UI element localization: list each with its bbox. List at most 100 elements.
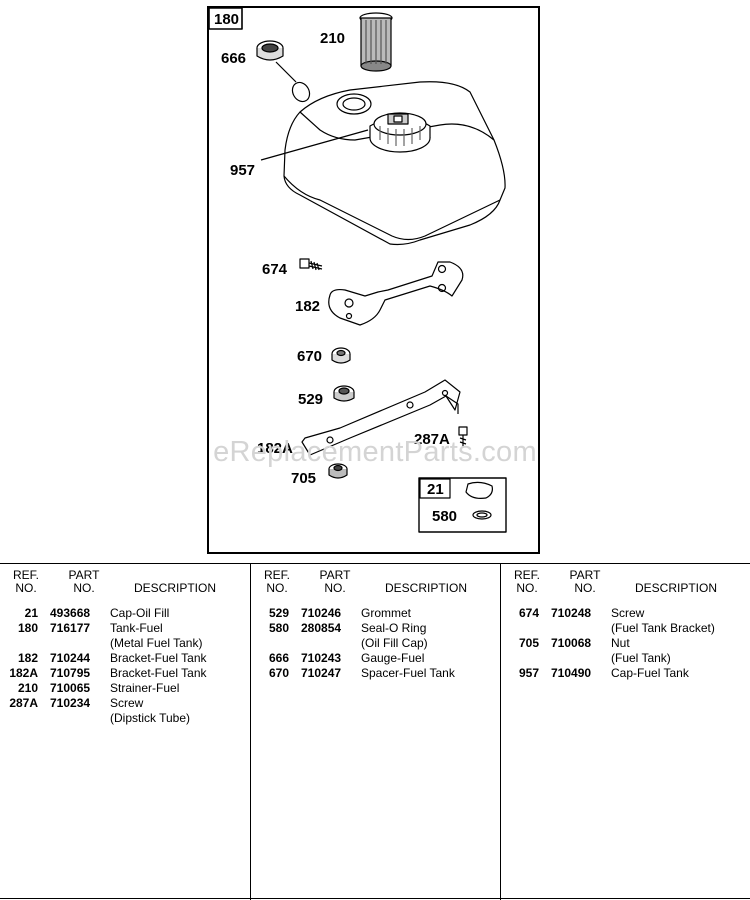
spacer-670-part[interactable] — [331, 347, 351, 364]
header-description: DESCRIPTION — [385, 581, 468, 595]
ref-number: 674 — [518, 606, 539, 620]
description-line: Gauge-Fuel — [361, 651, 425, 665]
header-description: DESCRIPTION — [635, 581, 718, 595]
part-description: Nut(Fuel Tank) — [611, 636, 750, 666]
callout-182a: 182A — [257, 440, 293, 457]
ref-number: 182 — [17, 651, 38, 665]
bracket-182-part[interactable] — [328, 261, 464, 326]
exploded-parts-diagram: 180 210 666 957 674 182 670 529 182A 287… — [208, 7, 507, 533]
description-line: Screw — [611, 606, 645, 620]
table-row: 670 710247 Spacer-Fuel Tank — [251, 666, 499, 681]
part-description: Screw(Fuel Tank Bracket) — [611, 606, 750, 636]
ref-number: 210 — [17, 681, 38, 695]
part-number[interactable]: 710234 — [50, 696, 91, 710]
table-row: 182A 710795 Bracket-Fuel Tank — [0, 666, 248, 681]
description-line: (Fuel Tank) — [611, 651, 671, 665]
callout-210: 210 — [320, 30, 345, 47]
table-row: 529 710246 Grommet — [251, 606, 499, 621]
frame-label-box — [208, 7, 243, 30]
part-description: Tank-Fuel(Metal Fuel Tank) — [110, 621, 248, 651]
part-number[interactable]: 493668 — [50, 606, 91, 620]
callout-182: 182 — [295, 298, 320, 315]
table-row: 180 716177 Tank-Fuel(Metal Fuel Tank) — [0, 621, 248, 651]
oil-fill-cap-part — [465, 481, 493, 499]
callout-957: 957 — [230, 162, 255, 179]
part-number[interactable]: 710068 — [551, 636, 592, 650]
callout-287a: 287A — [414, 431, 450, 448]
table-row: 666 710243 Gauge-Fuel — [251, 651, 499, 666]
fuel-tank-part[interactable] — [283, 81, 506, 246]
description-line: Cap-Oil Fill — [110, 606, 170, 620]
parts-rows: 21 493668 Cap-Oil Fill 180 716177 Tank-Fuel(M… — [0, 606, 248, 726]
fuel-gauge-part[interactable] — [256, 40, 313, 105]
nut-705-part[interactable] — [328, 463, 348, 479]
part-number[interactable]: 716177 — [50, 621, 91, 635]
ref-number: 957 — [518, 666, 539, 680]
part-number[interactable]: 710490 — [551, 666, 592, 680]
header-ref: REF.NO. — [263, 568, 290, 595]
part-number[interactable]: 280854 — [301, 621, 342, 635]
part-number[interactable]: 710244 — [50, 651, 91, 665]
part-description: Strainer-Fuel — [110, 681, 248, 696]
ref-number: 287A — [9, 696, 38, 710]
table-bottom-border — [0, 898, 750, 899]
part-description: Screw(Dipstick Tube) — [110, 696, 248, 726]
description-line: (Metal Fuel Tank) — [110, 636, 203, 650]
description-line: (Dipstick Tube) — [110, 711, 191, 725]
ref-number: 666 — [268, 651, 289, 665]
description-line: (Oil Fill Cap) — [361, 636, 428, 650]
ref-number: 182A — [9, 666, 38, 680]
part-number[interactable]: 710795 — [50, 666, 91, 680]
description-line: Bracket-Fuel Tank — [110, 651, 207, 665]
inset-label: 21 — [427, 481, 444, 498]
part-description: Bracket-Fuel Tank — [110, 666, 248, 681]
ref-number: 705 — [518, 636, 539, 650]
description-line: Nut — [611, 636, 630, 650]
table-row: 705 710068 Nut(Fuel Tank) — [501, 636, 750, 666]
table-row: 21 493668 Cap-Oil Fill — [0, 606, 248, 621]
fuel-cap-part[interactable] — [369, 112, 431, 153]
part-description: Grommet — [361, 606, 499, 621]
callout-529: 529 — [298, 391, 323, 408]
part-number[interactable]: 710243 — [301, 651, 342, 665]
description-line: Spacer-Fuel Tank — [361, 666, 455, 680]
callout-705: 705 — [291, 470, 316, 487]
table-row: 674 710248 Screw(Fuel Tank Bracket) — [501, 606, 750, 636]
part-number[interactable]: 710248 — [551, 606, 592, 620]
screw-674-part[interactable] — [299, 258, 323, 271]
fuel-strainer-part[interactable] — [359, 12, 393, 72]
table-row: 287A 710234 Screw(Dipstick Tube) — [0, 696, 248, 726]
screw-287a-part[interactable] — [458, 426, 468, 447]
oil-fill-inset — [418, 477, 507, 533]
table-top-border — [0, 563, 750, 564]
callout-670: 670 — [297, 348, 322, 365]
frame-label: 180 — [214, 11, 239, 28]
ref-number: 180 — [17, 621, 38, 635]
part-description: Cap-Fuel Tank — [611, 666, 750, 681]
ref-number: 21 — [24, 606, 38, 620]
callout-666: 666 — [221, 50, 246, 67]
part-description: Seal-O Ring(Oil Fill Cap) — [361, 621, 499, 651]
description-line: Bracket-Fuel Tank — [110, 666, 207, 680]
ref-number: 529 — [268, 606, 289, 620]
callout-674: 674 — [262, 261, 288, 278]
part-description: Spacer-Fuel Tank — [361, 666, 499, 681]
ref-number: 580 — [268, 621, 289, 635]
part-number[interactable]: 710065 — [50, 681, 91, 695]
description-line: Screw — [110, 696, 144, 710]
part-number[interactable]: 710246 — [301, 606, 342, 620]
ref-number: 670 — [268, 666, 289, 680]
header-ref: REF.NO. — [12, 568, 39, 595]
description-line: Cap-Fuel Tank — [611, 666, 689, 680]
part-number[interactable]: 710247 — [301, 666, 342, 680]
part-description: Cap-Oil Fill — [110, 606, 248, 621]
bracket-182a-part[interactable] — [301, 379, 461, 456]
grommet-529-part[interactable] — [333, 385, 355, 402]
table-row: 580 280854 Seal-O Ring(Oil Fill Cap) — [251, 621, 499, 651]
description-line: (Fuel Tank Bracket) — [611, 621, 715, 635]
